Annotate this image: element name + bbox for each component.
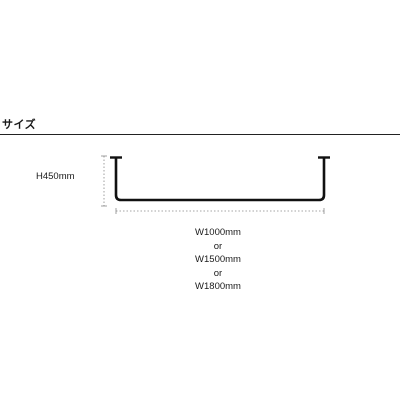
width-option-1800: W1800mm bbox=[195, 281, 241, 293]
or-separator-2: or bbox=[213, 267, 223, 279]
section-title: サイズ bbox=[2, 119, 37, 131]
size-section-header: サイズ bbox=[0, 112, 400, 136]
section-divider bbox=[0, 134, 400, 135]
width-options: W1000mm or W1500mm or W1800mm bbox=[168, 226, 268, 294]
or-separator-1: or bbox=[213, 240, 223, 252]
width-option-1500: W1500mm bbox=[195, 254, 241, 266]
u-shaped-pipe bbox=[114, 158, 326, 202]
height-label: H450mm bbox=[36, 171, 75, 182]
width-option-1000: W1000mm bbox=[195, 227, 241, 238]
hanger-pipe-drawing bbox=[101, 155, 330, 214]
